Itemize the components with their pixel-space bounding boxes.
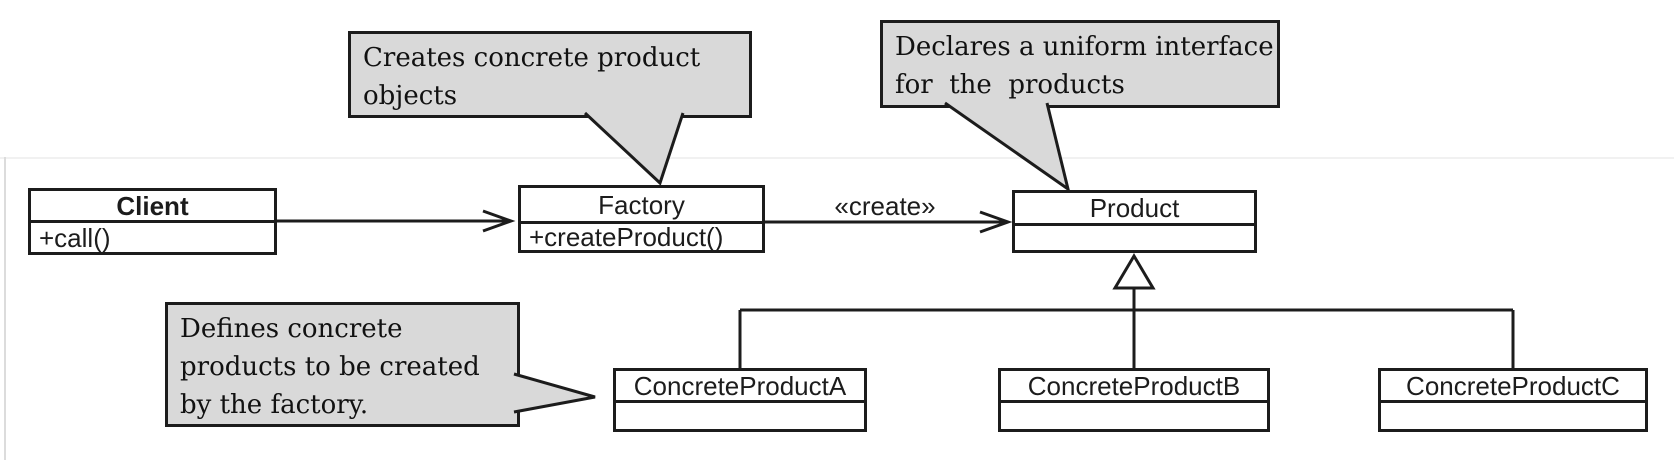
slide-edge-vertical xyxy=(4,157,6,460)
factory-product-arrowhead-icon xyxy=(979,210,1013,234)
callout-product-note-line1: Declares a uniform interface xyxy=(895,32,1274,62)
callout-product-note-line2: for the products xyxy=(895,70,1125,100)
callout-product-note: Declares a uniform interface for the pro… xyxy=(880,20,1280,108)
class-factory: Factory +createProduct() xyxy=(518,185,765,253)
slide-edge-horizontal xyxy=(0,157,1674,159)
class-client-method: +call() xyxy=(39,222,111,253)
generalization-triangle-icon xyxy=(1112,253,1156,290)
callout-concrete-note-line3: by the factory. xyxy=(180,390,369,420)
class-concrete-product-c: ConcreteProductC xyxy=(1378,368,1648,432)
class-concrete-product-c-empty-compartment xyxy=(1381,403,1645,429)
class-client-name: Client xyxy=(31,191,274,223)
callout-factory-note-tail xyxy=(583,111,685,186)
class-concrete-product-a-empty-compartment xyxy=(616,403,864,429)
callout-concrete-note-line1: Defines concrete xyxy=(180,314,403,344)
callout-product-note-tail xyxy=(944,101,1071,193)
callout-factory-note: Creates concrete product objects xyxy=(348,31,752,118)
callout-concrete-note-line2: products to be created xyxy=(180,352,480,382)
client-factory-arrowhead-icon xyxy=(482,209,516,233)
class-product-empty-compartment xyxy=(1015,226,1254,250)
class-concrete-product-c-name: ConcreteProductC xyxy=(1381,371,1645,403)
class-product: Product xyxy=(1012,190,1257,253)
callout-concrete-note-tail xyxy=(513,372,596,414)
callout-factory-note-line1: Creates concrete product xyxy=(363,43,701,73)
callout-concrete-note: Defines concrete products to be created … xyxy=(165,302,520,427)
callout-factory-note-line2: objects xyxy=(363,81,458,111)
class-factory-name: Factory xyxy=(521,188,762,224)
create-stereotype-label: «create» xyxy=(834,191,936,221)
class-client: Client +call() xyxy=(28,188,277,255)
class-factory-method: +createProduct() xyxy=(529,222,724,252)
class-concrete-product-a-name: ConcreteProductA xyxy=(616,371,864,403)
class-concrete-product-b-name: ConcreteProductB xyxy=(1001,371,1267,403)
class-concrete-product-a: ConcreteProductA xyxy=(613,368,867,432)
class-product-name: Product xyxy=(1015,193,1254,226)
class-concrete-product-b: ConcreteProductB xyxy=(998,368,1270,432)
class-concrete-product-b-empty-compartment xyxy=(1001,403,1267,429)
